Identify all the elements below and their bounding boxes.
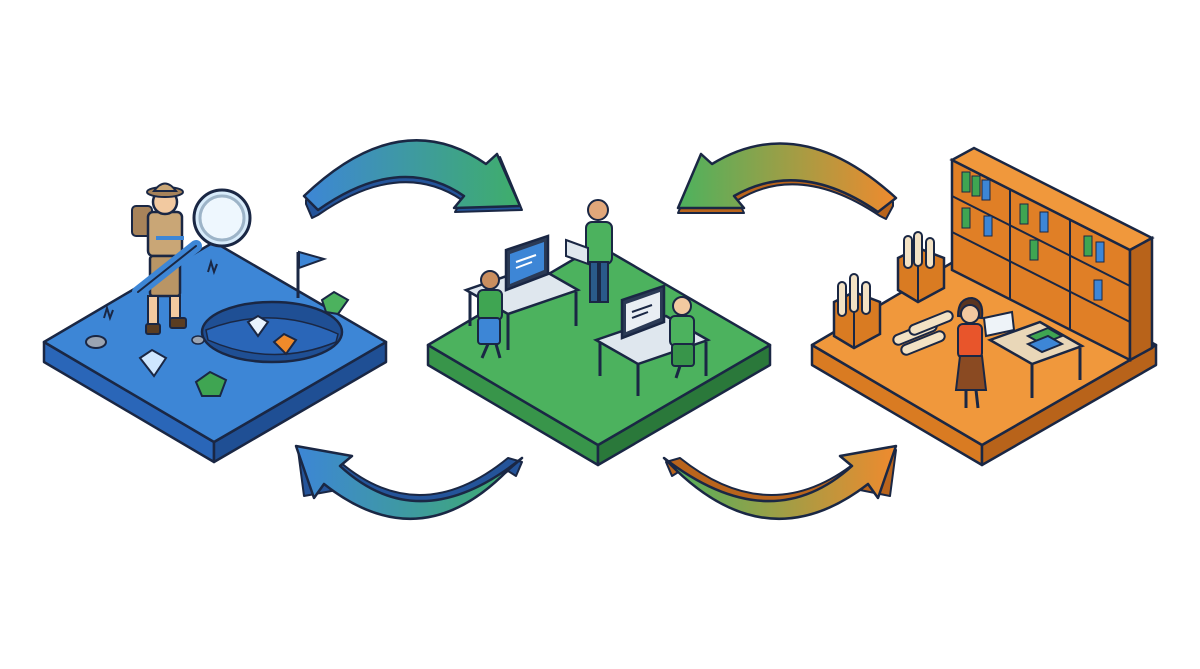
researcher-figure bbox=[954, 296, 1016, 409]
arrow-discovery-to-collaboration bbox=[302, 139, 523, 219]
monitor-icon bbox=[504, 234, 550, 292]
arrow-knowledge-to-collaboration bbox=[676, 142, 898, 220]
scroll-pile-icon bbox=[892, 310, 954, 356]
monitor-icon bbox=[620, 284, 666, 340]
gem-green-icon bbox=[320, 290, 350, 316]
gem-white-icon bbox=[246, 314, 270, 338]
person-standing-laptop bbox=[565, 199, 613, 303]
flag-icon bbox=[296, 250, 328, 298]
gem-crystal-icon bbox=[138, 348, 168, 378]
book-stack-icon bbox=[1025, 326, 1065, 354]
scroll-box-icon bbox=[832, 273, 882, 350]
arrow-collaboration-to-knowledge bbox=[662, 444, 898, 520]
excavation-pit bbox=[200, 300, 344, 364]
discovery-platform bbox=[42, 182, 388, 464]
collaboration-platform bbox=[426, 199, 772, 467]
person-seated-right bbox=[669, 296, 695, 379]
arrow-collaboration-to-discovery bbox=[294, 444, 524, 520]
rock-icon bbox=[85, 335, 205, 349]
scroll-box-icon bbox=[896, 231, 946, 304]
gem-green-large-icon bbox=[194, 370, 228, 397]
gem-orange-icon bbox=[272, 332, 298, 356]
knowledge-platform bbox=[810, 146, 1158, 467]
magnifying-glass-icon bbox=[132, 188, 252, 298]
bookshelf-icon bbox=[949, 146, 1155, 363]
grass-icon bbox=[103, 258, 218, 322]
person-seated-left bbox=[477, 270, 503, 359]
